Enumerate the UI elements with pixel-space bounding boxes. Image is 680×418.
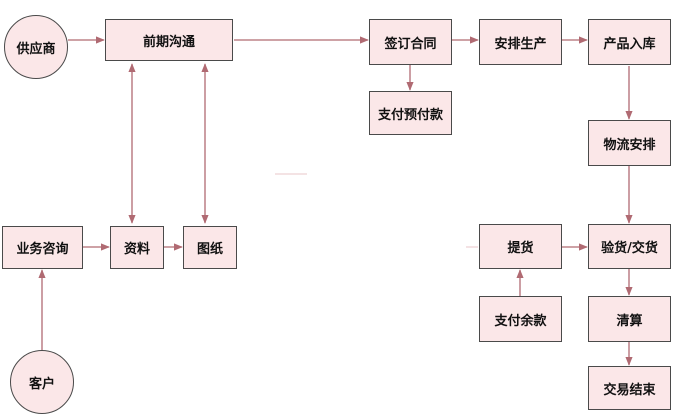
node-prepay: 支付预付款 [369,91,452,135]
node-business-inquiry: 业务咨询 [2,226,83,269]
node-inspect-deliver: 验货/交货 [588,224,671,269]
node-pickup: 提货 [479,224,562,269]
node-product-storage: 产品入库 [588,19,671,65]
node-pre-communication: 前期沟通 [105,19,233,61]
node-materials: 资料 [110,226,164,269]
node-arrange-production: 安排生产 [479,19,562,65]
node-customer: 客户 [10,350,74,414]
node-transaction-end: 交易结束 [588,366,671,410]
node-sign-contract: 签订合同 [369,19,452,65]
node-settlement: 清算 [588,296,671,342]
node-pay-balance: 支付余款 [479,296,562,342]
node-supplier: 供应商 [4,15,68,79]
node-logistics: 物流安排 [588,120,671,166]
divider-line [275,173,307,175]
node-drawings: 图纸 [183,226,237,269]
